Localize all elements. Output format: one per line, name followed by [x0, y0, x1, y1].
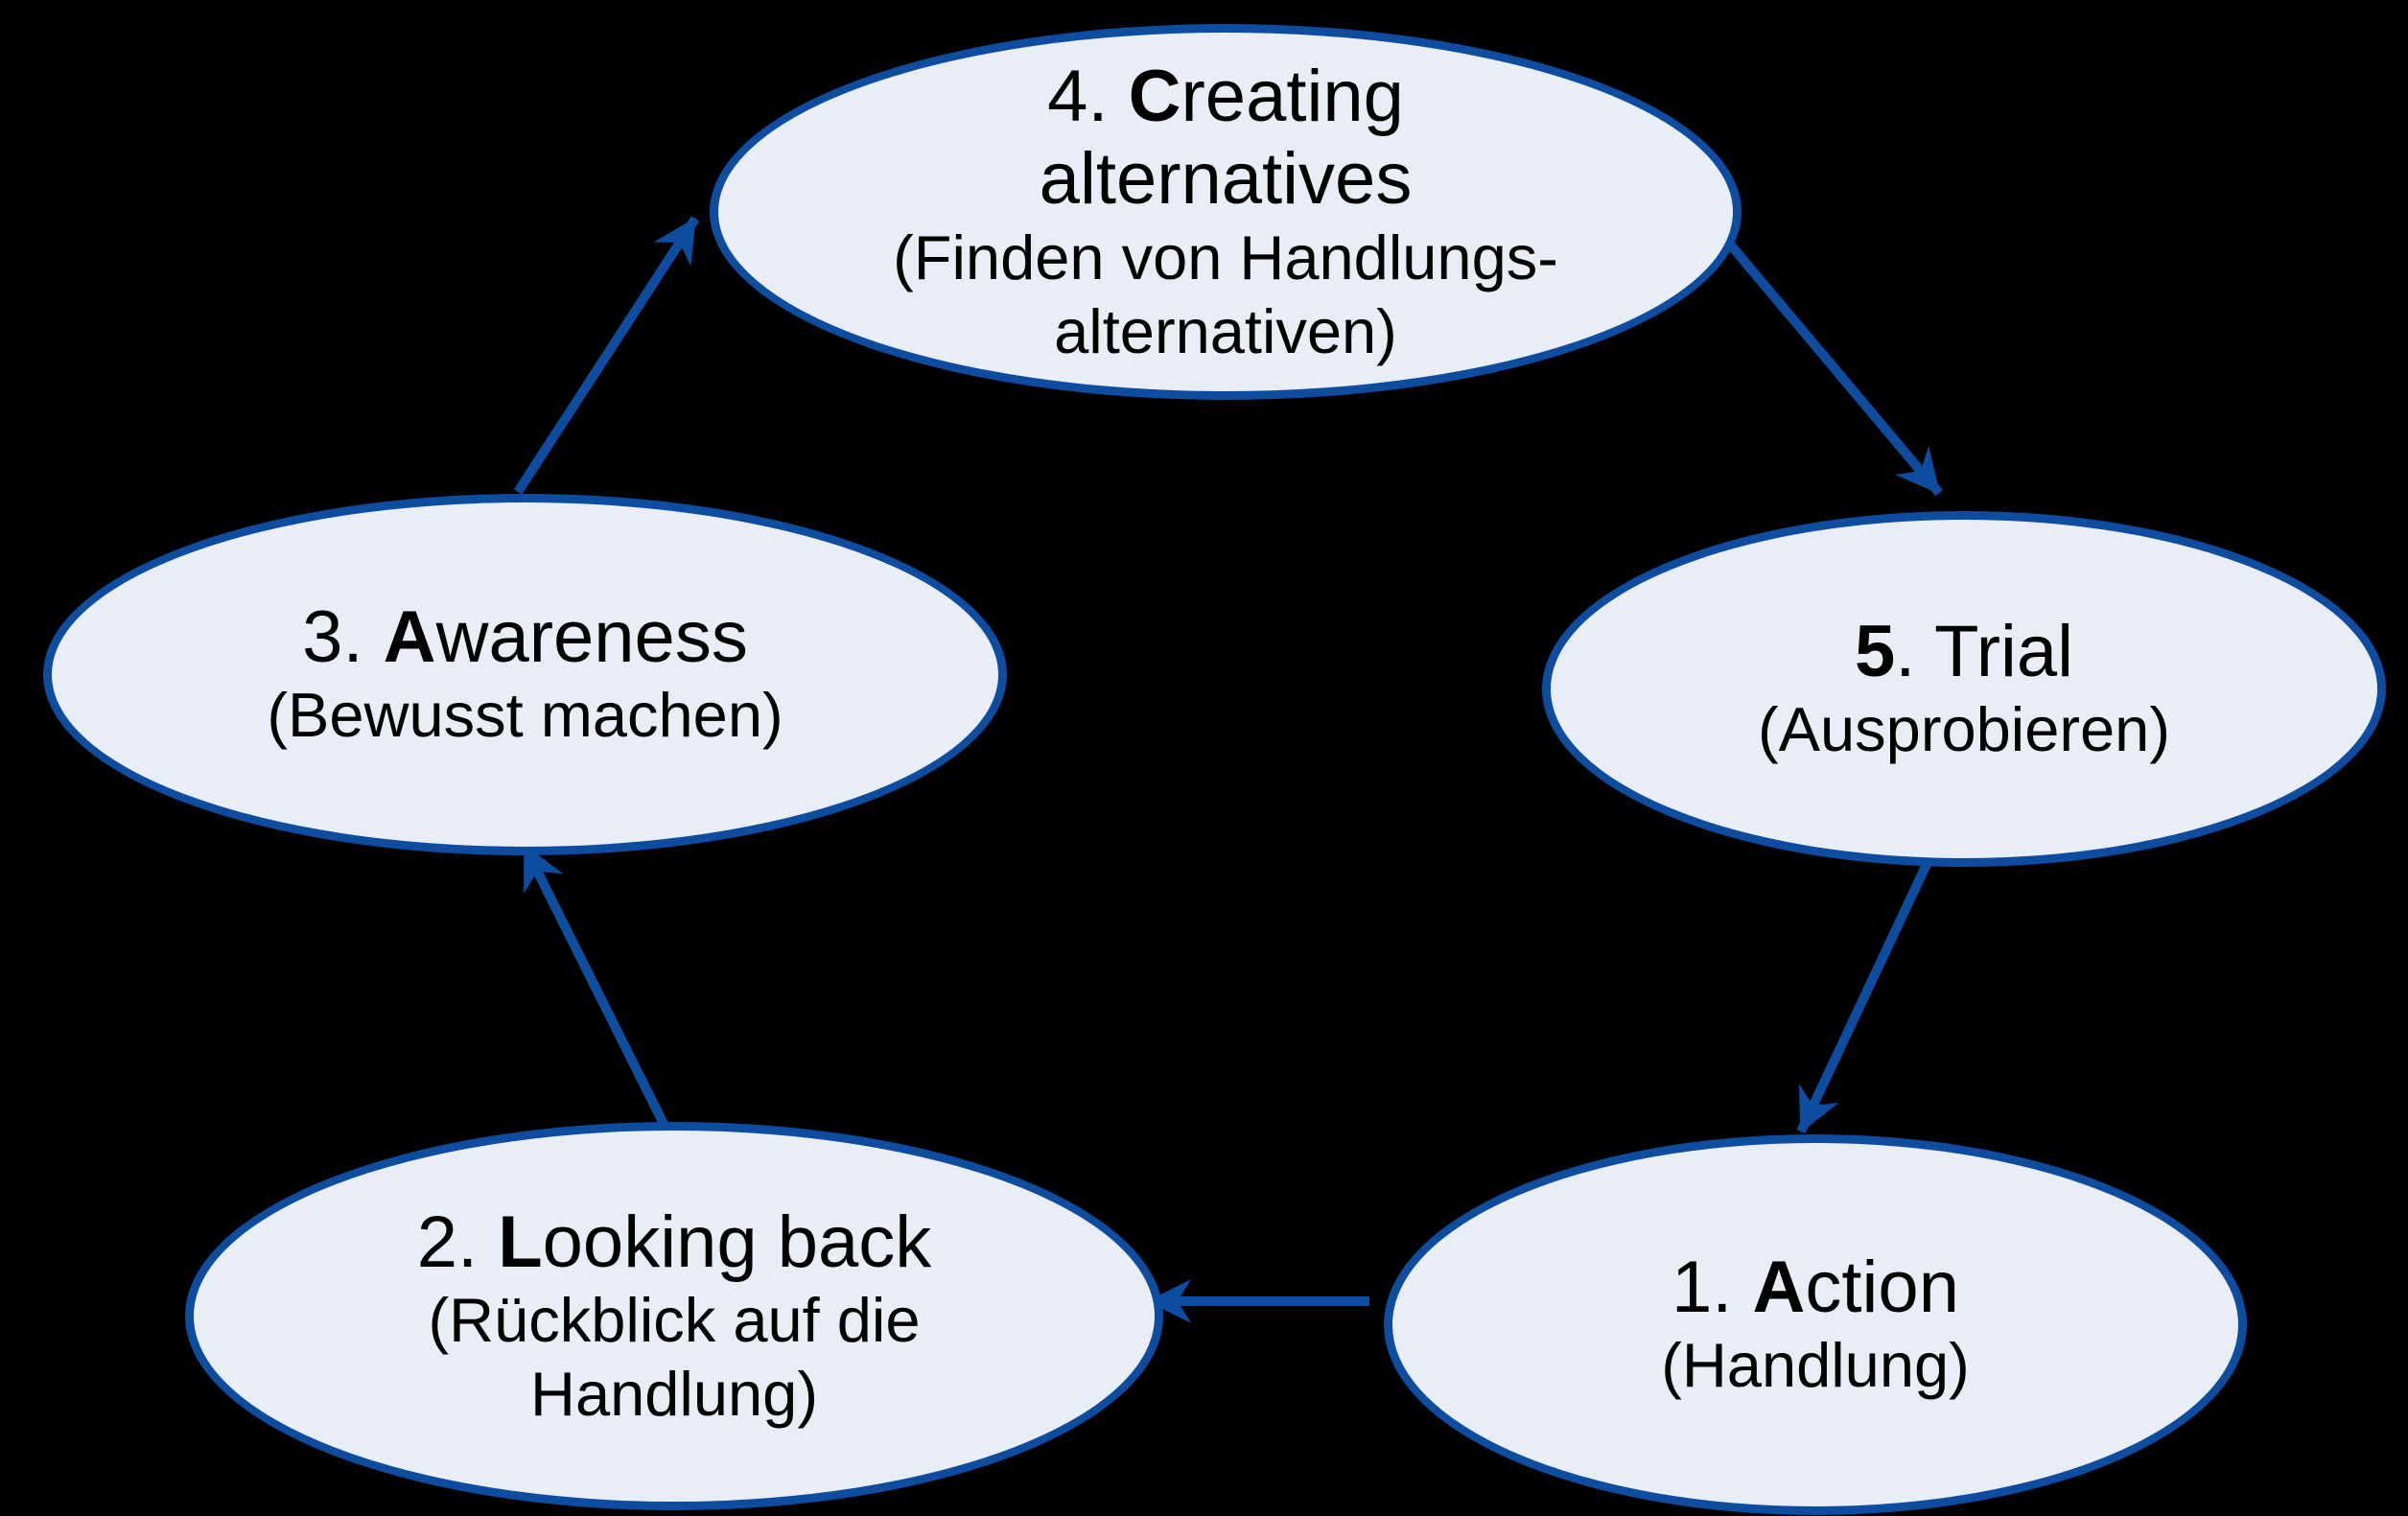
node-creating-alternatives-subtitle-line2: alternativen)	[1054, 295, 1397, 366]
node-trial-subtitle: (Ausprobieren)	[1758, 694, 2170, 765]
node-action-subtitle: (Handlung)	[1661, 1330, 1970, 1401]
node-awareness-title-rest: wareness	[435, 595, 748, 678]
node-creating-alternatives-bold-letter: C	[1128, 55, 1181, 137]
arrow-awareness-to-creating	[513, 216, 700, 495]
node-looking-back-subtitle: (Rückblick auf die	[428, 1285, 921, 1356]
node-trial-title-rest: . Trial	[1895, 610, 2074, 692]
node-action-title: 1. Action	[1392, 1247, 2238, 1330]
node-action: 1. Action (Handlung)	[1384, 1134, 2247, 1515]
node-creating-alternatives-number: 4.	[1047, 55, 1129, 137]
node-trial-text: 5. Trial (Ausprobieren)	[1551, 611, 2377, 767]
node-trial: 5. Trial (Ausprobieren)	[1542, 511, 2386, 867]
node-awareness-title: 3. Awareness	[52, 596, 998, 680]
node-action-bold-letter: A	[1752, 1246, 1806, 1328]
node-awareness-number: 3.	[302, 595, 384, 678]
node-awareness: 3. Awareness (Bewusst machen)	[43, 494, 1007, 855]
node-looking-back-text: 2. Looking back (Rückblick auf die Handl…	[194, 1201, 1155, 1432]
arrow-looking-back-to-awareness	[520, 843, 668, 1127]
node-looking-back-title: 2. Looking back	[194, 1201, 1155, 1285]
node-awareness-text: 3. Awareness (Bewusst machen)	[52, 596, 998, 753]
arrow-creating-to-trial	[1713, 224, 1943, 497]
node-action-text: 1. Action (Handlung)	[1392, 1247, 2238, 1403]
node-awareness-subtitle: (Bewusst machen)	[267, 680, 783, 751]
node-trial-title: 5. Trial	[1551, 611, 2377, 694]
node-creating-alternatives-title-rest: reating	[1181, 55, 1404, 137]
node-creating-alternatives-subtitle: (Finden von Handlungs-	[893, 222, 1558, 292]
arrow-trial-to-action	[1796, 839, 1942, 1134]
node-creating-alternatives: 4. Creating alternatives (Finden von Han…	[710, 24, 1742, 400]
node-trial-bold-letter: 5	[1854, 610, 1896, 692]
node-awareness-bold-letter: A	[383, 595, 436, 678]
node-looking-back: 2. Looking back (Rückblick auf die Handl…	[185, 1122, 1163, 1510]
node-creating-alternatives-title-line2: alternatives	[1039, 138, 1413, 221]
node-action-title-rest: ction	[1805, 1246, 1959, 1328]
node-creating-alternatives-text: 4. Creating alternatives (Finden von Han…	[718, 56, 1733, 369]
node-looking-back-title-rest: ooking back	[542, 1201, 932, 1283]
node-looking-back-subtitle-line2: Handlung)	[530, 1358, 818, 1429]
node-creating-alternatives-title: 4. Creating	[718, 56, 1733, 139]
node-looking-back-bold-letter: L	[498, 1201, 543, 1283]
node-action-number: 1.	[1672, 1246, 1753, 1328]
node-looking-back-number: 2.	[416, 1201, 499, 1283]
